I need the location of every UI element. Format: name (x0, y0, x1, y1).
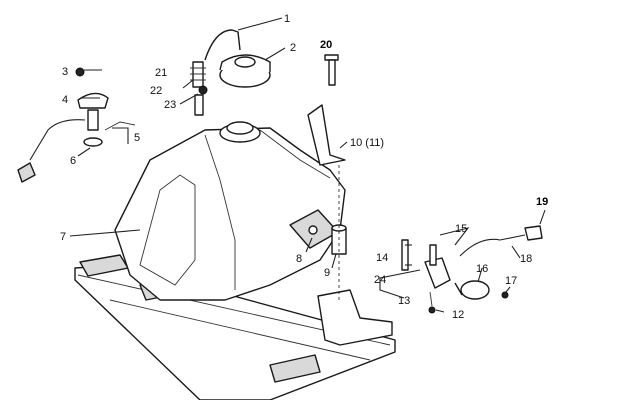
label-16: 16 (476, 263, 488, 275)
label-9: 9 (324, 267, 330, 279)
fuel-tank (114, 121, 346, 301)
vent-valve (190, 61, 208, 116)
mount-bolt (324, 54, 339, 86)
label-4: 4 (62, 94, 68, 106)
label-1: 1 (284, 13, 290, 25)
label-15: 15 (455, 223, 467, 235)
fuel-sender (17, 67, 136, 183)
mount-bracket (307, 104, 346, 166)
label-23: 23 (164, 99, 176, 111)
label-13: 13 (398, 295, 410, 307)
label-21: 21 (155, 67, 167, 79)
rubber-pad (289, 209, 339, 249)
label-20: 20 (320, 39, 332, 51)
breather-hose (204, 29, 241, 61)
part-labels: 1 2 3 4 5 6 7 8 9 10 (11) 12 13 14 15 16… (60, 13, 548, 321)
label-14: 14 (376, 252, 388, 264)
label-18: 18 (520, 253, 532, 265)
fuel-cock (401, 225, 543, 314)
label-2: 2 (290, 42, 296, 54)
label-12: 12 (452, 309, 464, 321)
label-6: 6 (70, 155, 76, 167)
label-3: 3 (62, 66, 68, 78)
label-7: 7 (60, 231, 66, 243)
label-22: 22 (150, 85, 162, 97)
label-5: 5 (134, 132, 140, 144)
label-10: 10 (11) (350, 137, 384, 149)
label-19: 19 (536, 196, 548, 208)
label-8: 8 (296, 253, 302, 265)
leader-lines (69, 17, 546, 313)
fuel-cap (219, 54, 271, 88)
label-24: 24 (374, 274, 386, 286)
label-17: 17 (505, 275, 517, 287)
